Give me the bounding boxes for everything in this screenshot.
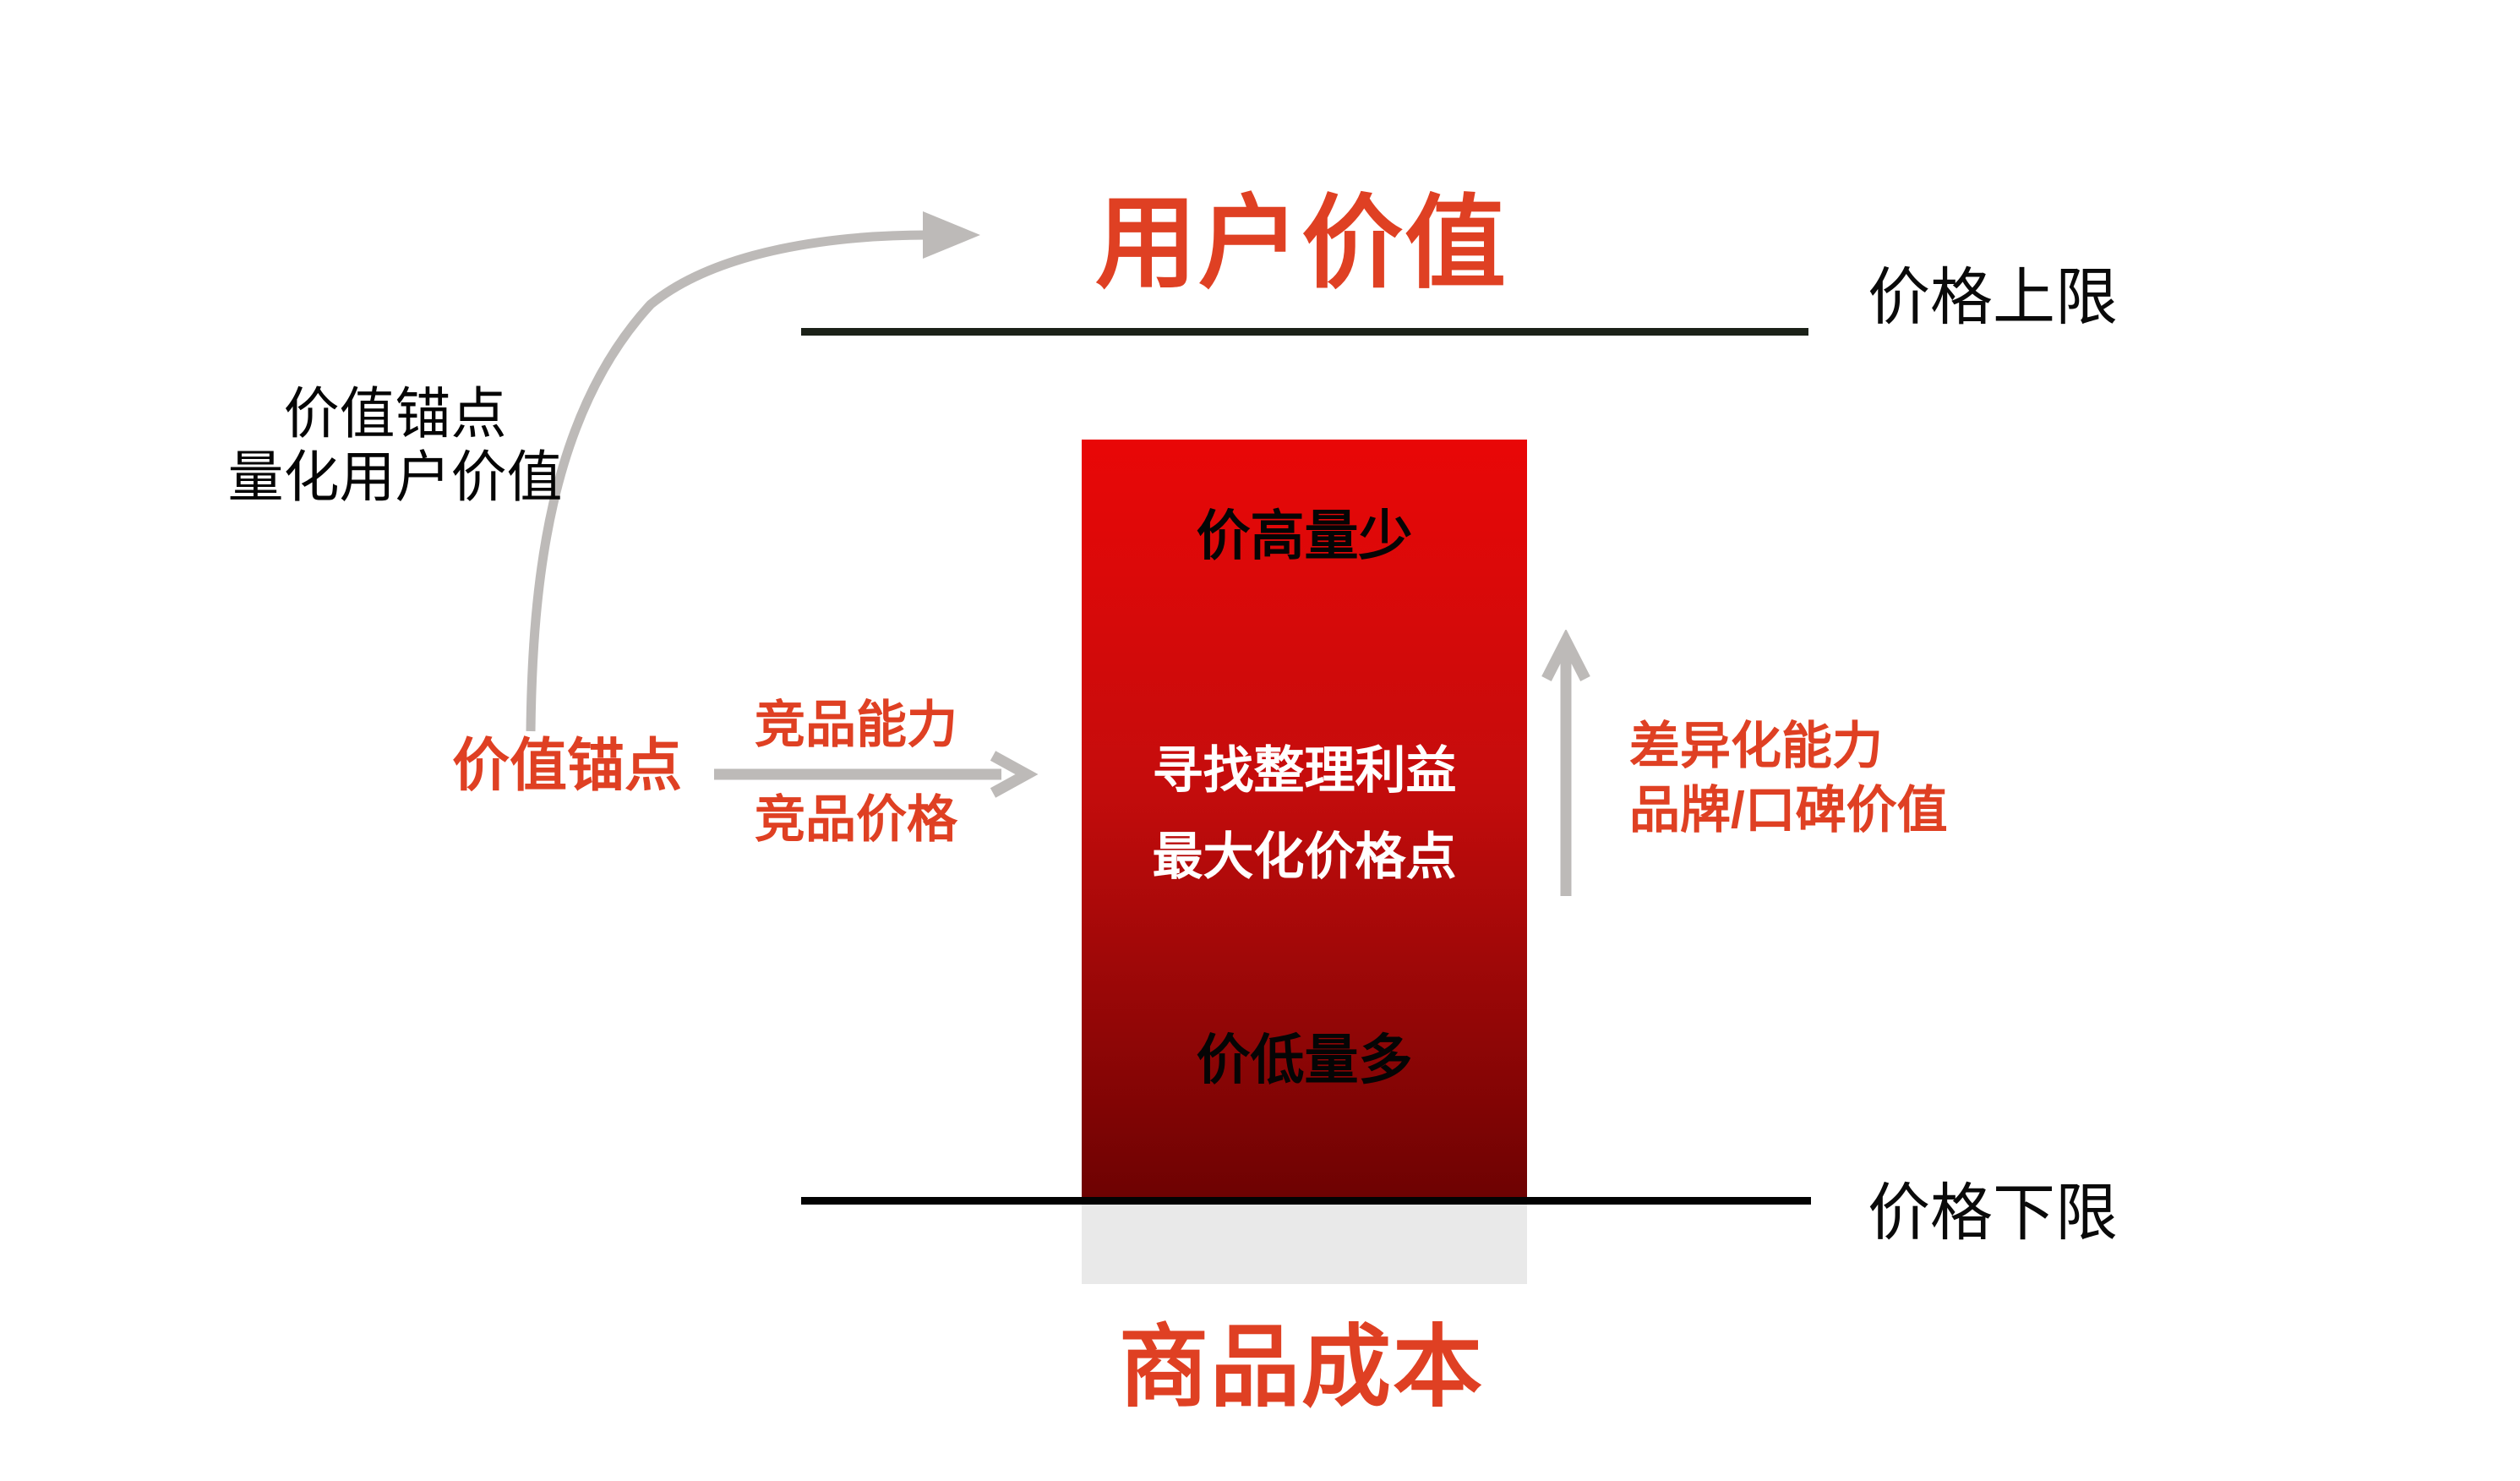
- curved-arrow-icon: [526, 211, 980, 732]
- lower-limit-label: 价格下限: [1868, 1178, 2118, 1248]
- price-bar-top-label: 价高量少: [1196, 506, 1413, 566]
- competitor-ability-label: 竞品能力: [755, 697, 957, 753]
- upper-price-line: [801, 328, 1808, 336]
- price-bar-bottom-label: 价低量多: [1196, 1030, 1413, 1090]
- bar-shadow: [1082, 1202, 1527, 1284]
- value-anchor-note: 价值锚点 量化用户价值: [199, 382, 592, 509]
- price-bar-mid-line2: 最大化价格点: [1152, 828, 1457, 885]
- differentiation-block: 差异化能力 品牌/口碑价值: [1629, 714, 1948, 842]
- right-arrow-icon: [714, 751, 1039, 798]
- price-bar: 价高量少 寻找整理利益 最大化价格点 价低量多: [1082, 440, 1527, 1202]
- cost-title: 商品成本: [1119, 1318, 1484, 1418]
- differentiation-ability-label: 差异化能力: [1629, 718, 1883, 774]
- value-anchor-note-line1: 价值锚点: [283, 382, 507, 445]
- brand-value-label: 品牌/口碑价值: [1629, 781, 1948, 839]
- up-arrow-icon: [1541, 630, 1590, 896]
- competitor-price-label: 竞品价格: [755, 791, 957, 848]
- user-value-title: 用户价值: [1095, 187, 1508, 300]
- lower-price-line: [801, 1197, 1811, 1205]
- price-bar-mid-line1: 寻找整理利益: [1152, 742, 1457, 799]
- value-anchor-label: 价值锚点: [452, 734, 683, 798]
- upper-limit-label: 价格上限: [1868, 262, 2118, 332]
- value-anchor-note-line2: 量化用户价值: [227, 445, 563, 509]
